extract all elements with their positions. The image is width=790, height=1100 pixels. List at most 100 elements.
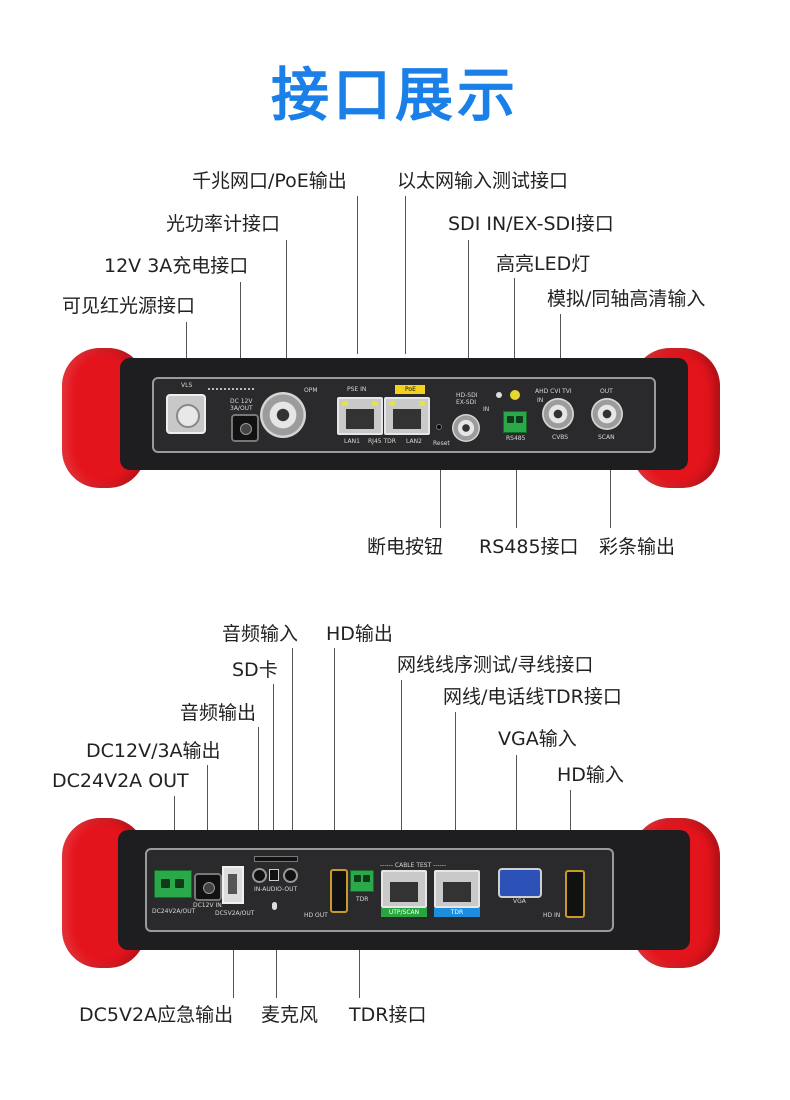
leader-line: [273, 684, 274, 844]
panel-label: TDR: [356, 896, 369, 903]
label-tdr-phone: 网线/电话线TDR接口: [443, 686, 622, 708]
panel-label: DC12V IN: [193, 902, 222, 909]
vga-port[interactable]: [498, 868, 542, 898]
panel-label: HD IN: [543, 912, 561, 919]
opm-port[interactable]: [260, 392, 306, 438]
label-vga: VGA输入: [498, 728, 577, 750]
dust-cap-chain: [208, 388, 254, 396]
dc24-terminal[interactable]: [154, 870, 192, 898]
label-analog-in: 模拟/同轴高清输入: [547, 288, 706, 310]
reset-button[interactable]: [436, 424, 442, 430]
label-sdi: SDI IN/EX-SDI接口: [448, 213, 614, 235]
panel-label: VGA: [513, 898, 526, 905]
label-audio-in: 音频输入: [222, 623, 299, 645]
label-rs485: RS485接口: [479, 536, 579, 558]
panel-label: IN-AUDIO-OUT: [254, 886, 298, 893]
label-vls: 可见红光源接口: [62, 295, 196, 317]
leader-line: [276, 924, 277, 998]
panel-label: OPM: [304, 387, 318, 394]
leader-line: [405, 196, 406, 354]
vls-port[interactable]: [166, 394, 206, 434]
panel-label: LAN2: [406, 438, 422, 445]
panel-label: CVBS: [552, 434, 569, 441]
rs485-terminal[interactable]: [503, 411, 527, 433]
panel-label: OUT: [600, 388, 613, 395]
leader-line: [233, 924, 234, 998]
leader-line: [516, 755, 517, 867]
leader-line: [440, 450, 441, 528]
label-mic: 麦克风: [261, 1004, 319, 1026]
label-cable-test: 网线线序测试/寻线接口: [397, 654, 594, 676]
tdr-tag: TDR: [434, 908, 480, 917]
panel-label: HD OUT: [304, 912, 328, 919]
panel-label: SCAN: [598, 434, 615, 441]
leader-line: [610, 462, 611, 528]
utp-scan-tag: UTP/SCAN: [381, 908, 427, 917]
label-charge: 12V 3A充电接口: [104, 255, 249, 277]
leader-line: [455, 712, 456, 860]
hd-in-port[interactable]: [565, 870, 585, 918]
audio-out-jack[interactable]: [252, 868, 267, 883]
scan-bnc-port[interactable]: [591, 398, 623, 430]
analog-bnc-port[interactable]: [542, 398, 574, 430]
page-title: 接口展示: [270, 61, 519, 129]
leader-line: [570, 790, 571, 868]
dc-in-jack[interactable]: [231, 414, 259, 442]
label-opm: 光功率计接口: [166, 213, 281, 235]
panel-label: RS485: [506, 435, 526, 442]
panel-label: DC5V2A/OUT: [215, 910, 255, 917]
panel-label: EX-SDI: [456, 399, 476, 406]
leader-line: [240, 282, 241, 397]
panel-label: DC 12V 3A/OUT: [230, 398, 253, 412]
sd-card-slot[interactable]: [254, 856, 298, 862]
leader-line: [334, 648, 335, 858]
leader-line: [258, 727, 259, 845]
usb-port[interactable]: [222, 866, 244, 904]
label-reset: 断电按钮: [367, 536, 444, 558]
tdr-terminal[interactable]: [350, 870, 374, 892]
poe-badge: PoE: [395, 385, 425, 394]
panel-label: LAN1: [344, 438, 360, 445]
leader-line: [292, 648, 293, 844]
leader-line: [468, 240, 469, 360]
label-hd-out: HD输出: [326, 623, 393, 645]
label-tdr: TDR接口: [349, 1004, 427, 1026]
panel-label: DC24V2A/OUT: [152, 908, 196, 915]
poe-label: PoE: [405, 386, 416, 393]
leader-line: [401, 680, 402, 860]
leader-line: [174, 796, 175, 856]
panel-label: AHD CVI TVI: [535, 388, 572, 395]
label-hd-in: HD输入: [557, 764, 624, 786]
label-audio-out: 音频输出: [180, 702, 257, 724]
panel-label: PSE IN: [347, 386, 367, 393]
sdi-bnc-port[interactable]: [452, 414, 480, 442]
panel-label: HD-SDI: [456, 392, 478, 399]
bulb-icon: [496, 392, 502, 398]
lan1-port[interactable]: [337, 397, 383, 435]
label-led: 高亮LED灯: [496, 253, 591, 275]
panel-label: ------ CABLE TEST ------: [380, 862, 447, 869]
panel-label: IN: [483, 406, 490, 413]
utp-scan-port[interactable]: [381, 870, 427, 908]
label-dc24: DC24V2A OUT: [52, 770, 189, 792]
panel-label: VLS: [181, 382, 193, 389]
dc12-jack[interactable]: [194, 873, 222, 901]
leader-line: [357, 196, 358, 354]
tdr-rj45-port[interactable]: [434, 870, 480, 908]
label-sd-card: SD卡: [232, 659, 278, 681]
led-lamp: [510, 390, 520, 400]
label-gigabit-poe: 千兆网口/PoE输出: [192, 170, 347, 192]
leader-line: [516, 452, 517, 528]
label-ethernet-in: 以太网输入测试接口: [397, 170, 569, 192]
leader-line: [207, 765, 208, 851]
label-dc12: DC12V/3A输出: [86, 740, 221, 762]
leader-line: [186, 322, 187, 384]
audio-in-jack[interactable]: [283, 868, 298, 883]
lan2-port[interactable]: [384, 397, 430, 435]
sd-card-icon: [269, 869, 279, 881]
label-dc5: DC5V2A应急输出: [79, 1004, 234, 1026]
label-colorbar: 彩条输出: [599, 536, 676, 558]
microphone-icon: [272, 902, 277, 910]
hd-out-port[interactable]: [330, 869, 348, 913]
panel-label: RJ45 TDR: [368, 438, 396, 445]
